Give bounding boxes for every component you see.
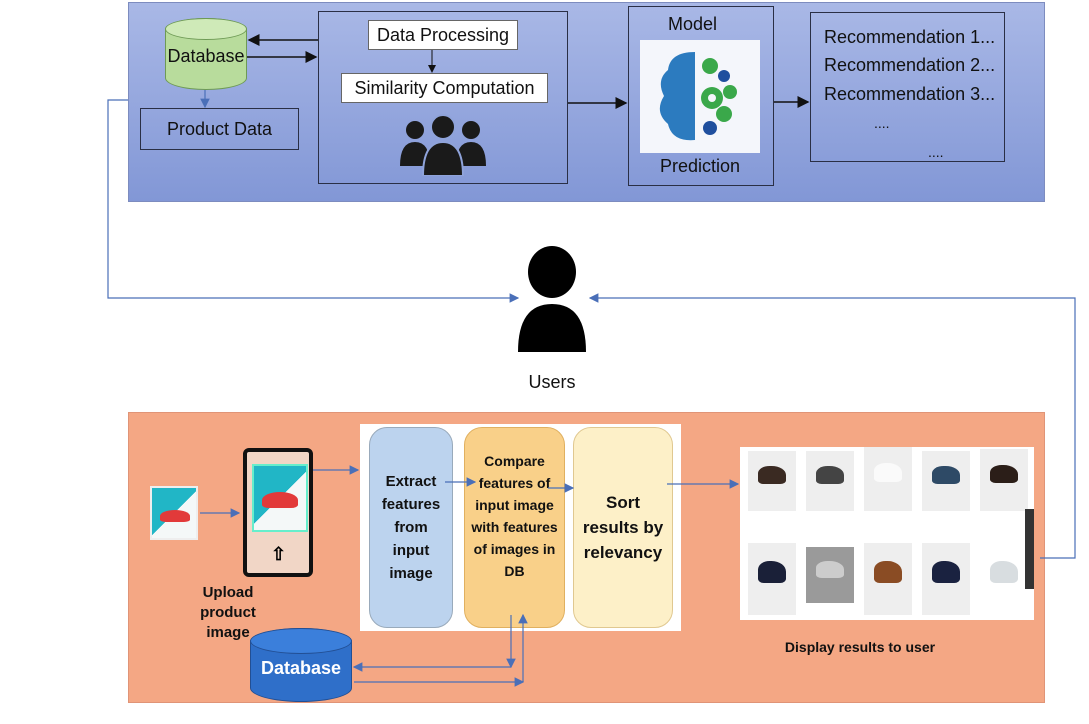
recommendation-ellipsis-2: ....	[928, 144, 944, 160]
processing-box	[318, 11, 568, 184]
model-box	[628, 6, 774, 186]
upload-icon[interactable]: ⇧	[271, 544, 287, 564]
people-group-icon	[400, 114, 486, 176]
brain-gears-icon	[659, 52, 737, 141]
sort-results-step: Sort results by relevancy	[573, 427, 673, 628]
recommendation-ellipsis-1: ....	[874, 115, 890, 131]
users-label: Users	[528, 372, 576, 392]
recommendations-box	[810, 12, 1005, 162]
display-results-label: Display results to user	[784, 639, 936, 655]
upload-label: Upload product image	[200, 584, 256, 641]
database-blue-label: Database	[260, 658, 342, 678]
phone-upload[interactable]: ⇧	[243, 448, 313, 577]
model-image	[640, 40, 760, 153]
model-label: Model	[667, 14, 718, 34]
recommendation-2: Recommendation 2...	[824, 55, 996, 75]
extract-features-step: Extract features from input image	[369, 427, 453, 628]
database-label: Database	[167, 46, 245, 66]
compare-features-step: Compare features of input image with fea…	[464, 427, 565, 628]
product-data-box: Product Data	[140, 108, 299, 150]
input-shoe-thumbnail	[150, 486, 198, 540]
similarity-computation-box: Similarity Computation	[341, 73, 548, 103]
results-grid	[740, 447, 1034, 620]
recommendation-engine-panel	[128, 2, 1045, 202]
prediction-label: Prediction	[659, 156, 741, 176]
database-top	[165, 18, 247, 40]
user-icon	[518, 246, 586, 352]
data-processing-box: Data Processing	[368, 20, 518, 50]
recommendation-3: Recommendation 3...	[824, 84, 996, 104]
database-blue-top	[250, 628, 352, 654]
recommendation-1: Recommendation 1...	[824, 27, 996, 47]
